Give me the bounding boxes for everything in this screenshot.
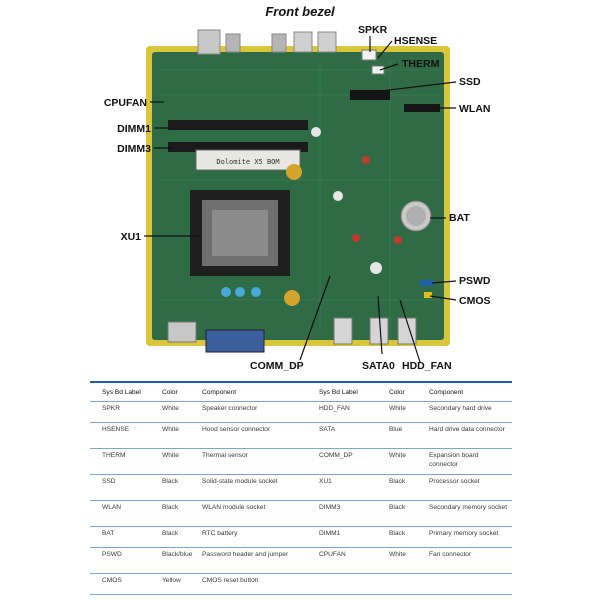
- table-cell: Speaker connector: [202, 405, 258, 412]
- table-cell: COMM_DP: [319, 452, 353, 459]
- header-component: Component: [202, 389, 237, 396]
- table-cell: Secondary hard drive: [429, 405, 492, 412]
- motherboard-diagram: Front bezel Dolomite X5 BOM: [104, 4, 491, 372]
- header-component-2: Component: [429, 389, 464, 396]
- table-row: SSD Black Solid-state module socket XU1 …: [90, 474, 512, 501]
- table-cell: Solid-state module socket: [202, 478, 278, 485]
- capacitors: [221, 127, 402, 306]
- table-cell: White: [389, 551, 406, 558]
- table-row: WLAN Black WLAN module socket DIMM3 Blac…: [90, 500, 512, 527]
- m2-sockets: [350, 90, 440, 112]
- table-row: SPKR White Speaker connector HDD_FAN Whi…: [90, 401, 512, 423]
- table-cell: SATA: [319, 426, 336, 433]
- table-cell: SSD: [102, 478, 116, 485]
- table-row: HSENSE White Hood sensor connector SATA …: [90, 422, 512, 449]
- table-cell: Black: [389, 530, 406, 537]
- table-cell: Black: [389, 478, 406, 485]
- table-cell: White: [389, 405, 406, 412]
- table-cell: White: [162, 426, 179, 433]
- table-cell: XU1: [319, 478, 332, 485]
- callout-sata0: SATA0: [362, 360, 395, 372]
- table-cell: SPKR: [102, 405, 120, 412]
- table-cell: DIMM3: [319, 504, 341, 511]
- table-cell: Hard drive data connector: [429, 426, 505, 433]
- pswd-cmos: [420, 280, 434, 298]
- table-row: BAT Black RTC battery DIMM1 Black Primar…: [90, 526, 512, 548]
- leader-lines: [144, 36, 457, 363]
- header-sys-bd-label-2: Sys Bd Label: [319, 389, 358, 396]
- table-cell: CMOS reset button: [202, 577, 259, 584]
- callout-pswd: PSWD: [459, 275, 491, 287]
- top-io-ports: [197, 29, 385, 75]
- table-cell: HSENSE: [102, 426, 130, 433]
- bottom-io-ports: [167, 317, 417, 353]
- table-cell: Black: [162, 530, 179, 537]
- table-cell: Expansion board connector: [429, 452, 479, 468]
- table-cell: [307, 574, 377, 595]
- callout-comm-dp: COMM_DP: [250, 360, 304, 372]
- table-cell: WLAN module socket: [202, 504, 266, 511]
- callout-ssd: SSD: [459, 76, 481, 88]
- cpu-socket: [190, 190, 290, 276]
- table-cell: Fan connector: [429, 551, 472, 558]
- header-color-2: Color: [389, 389, 405, 396]
- callout-hdd-fan: HDD_FAN: [402, 360, 452, 372]
- callout-xu1: XU1: [121, 231, 142, 243]
- table-cell: Primary memory socket: [429, 530, 499, 537]
- callout-wlan: WLAN: [459, 103, 491, 115]
- table-cell: HDD_FAN: [319, 405, 350, 412]
- table-cell: THERM: [102, 452, 126, 459]
- table-cell: Black: [162, 478, 179, 485]
- table-cell: PSWD: [102, 551, 122, 558]
- table-cell: Black/blue: [162, 551, 193, 558]
- table-cell: Black: [389, 504, 406, 511]
- header-color: Color: [162, 389, 178, 396]
- dimm-slots: Dolomite X5 BOM: [168, 120, 308, 171]
- table-cell: CMOS: [102, 577, 122, 584]
- table-cell: [377, 574, 417, 595]
- table-cell: Secondary memory socket: [429, 504, 508, 511]
- diagram-title: Front bezel: [265, 4, 335, 19]
- table-cell: RTC battery: [202, 530, 238, 537]
- table-row: CMOS Yellow CMOS reset button: [90, 573, 512, 595]
- table-cell: Black: [162, 504, 179, 511]
- callout-spkr: SPKR: [358, 24, 388, 36]
- table-cell: Thermal sensor: [202, 452, 248, 459]
- table-row: THERM White Thermal sensor COMM_DP White…: [90, 448, 512, 475]
- table-header-row: Sys Bd Label Color Component Sys Bd Labe…: [90, 382, 512, 402]
- callout-dimm3: DIMM3: [117, 143, 151, 155]
- callout-bat: BAT: [449, 212, 470, 224]
- table-cell: WLAN: [102, 504, 122, 511]
- callout-hsense: HSENSE: [394, 35, 437, 47]
- table-row: PSWD Black/blue Password header and jump…: [90, 547, 512, 574]
- table-cell: Hood sensor connector: [202, 426, 271, 433]
- board-label: Dolomite X5 BOM: [216, 158, 279, 166]
- table-cell: CPUFAN: [319, 551, 346, 558]
- callout-cpufan: CPUFAN: [104, 97, 147, 109]
- table-cell: BAT: [102, 530, 115, 537]
- table-cell: DIMM1: [319, 530, 341, 537]
- table-cell: White: [389, 452, 406, 459]
- table-cell: [417, 574, 512, 595]
- table-cell: Processor socket: [429, 478, 480, 485]
- table-cell: Blue: [389, 426, 403, 433]
- component-table: Sys Bd Label Color Component Sys Bd Labe…: [90, 381, 512, 595]
- header-sys-bd-label: Sys Bd Label: [102, 389, 141, 396]
- rtc-battery: [400, 200, 432, 232]
- table-cell: Yellow: [162, 577, 181, 584]
- table-cell: Password header and jumper: [202, 551, 289, 558]
- callout-dimm1: DIMM1: [117, 123, 151, 135]
- callout-cmos: CMOS: [459, 295, 491, 307]
- callout-therm: THERM: [402, 58, 440, 70]
- table-cell: White: [162, 452, 179, 459]
- table-cell: White: [162, 405, 179, 412]
